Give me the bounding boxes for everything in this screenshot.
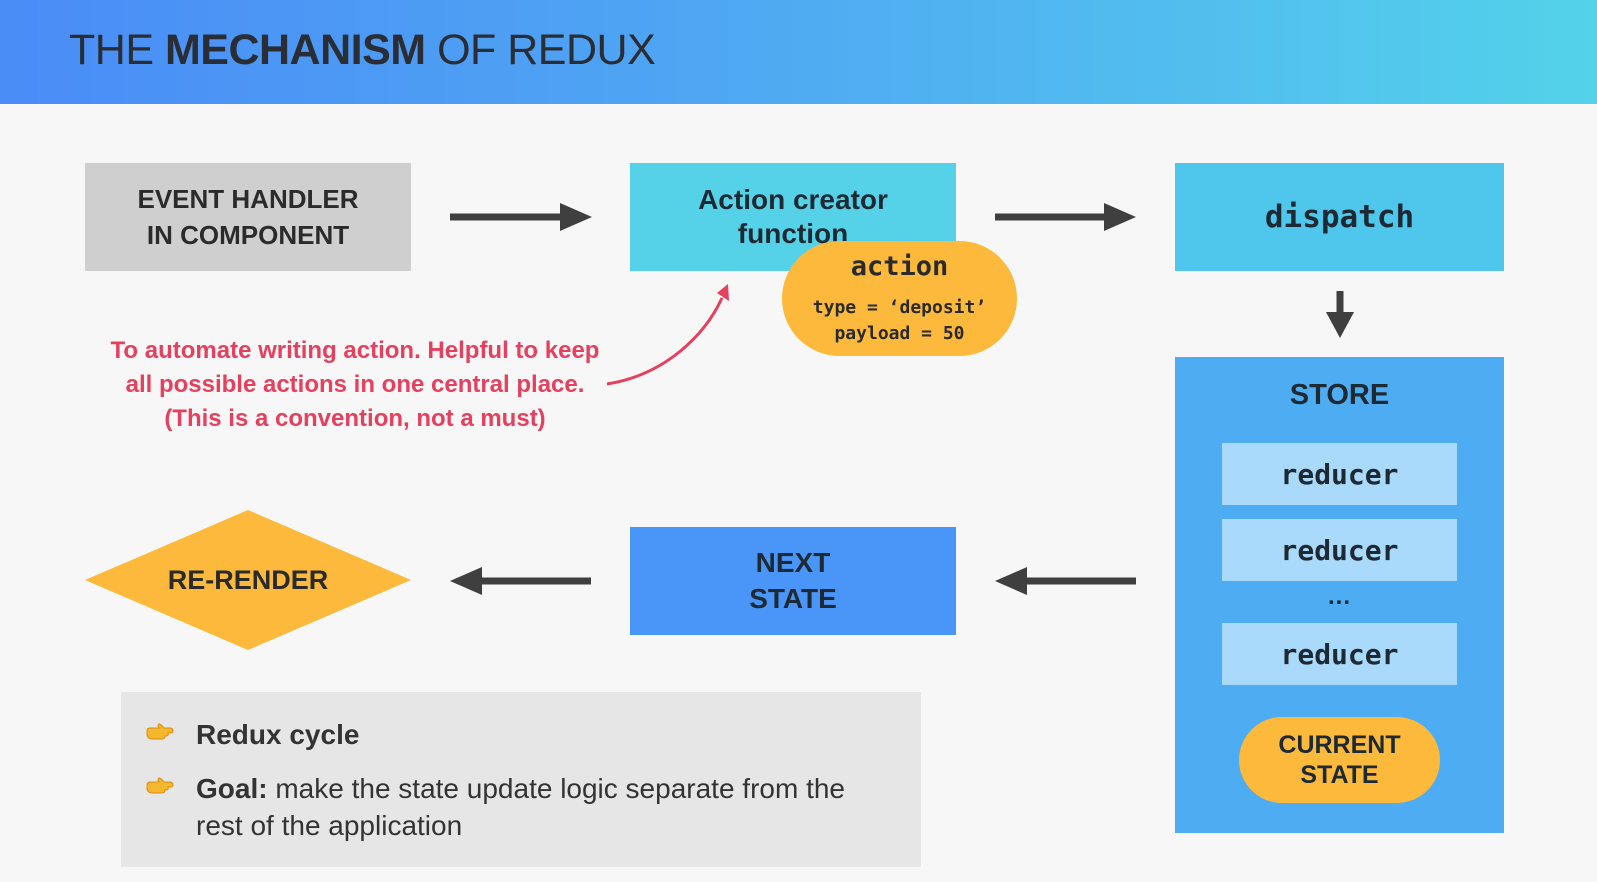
title-prefix: THE xyxy=(69,26,165,74)
next-state-line2: STATE xyxy=(749,583,837,614)
store-title: STORE xyxy=(1289,379,1390,411)
dispatch-label: dispatch xyxy=(1264,199,1415,235)
reducer-ellipsis: ... xyxy=(1327,583,1351,610)
action-object-pill: action type = ‘deposit’ payload = 50 xyxy=(782,241,1017,356)
notes-panel: Redux cycle Goal: make the state update … xyxy=(121,692,921,867)
page-title: THE MECHANISM OF REDUX xyxy=(69,26,656,75)
rerender-text: RE-RENDER xyxy=(167,564,329,595)
current-state-line2: STATE xyxy=(1300,761,1379,789)
arrow-event-to-creator xyxy=(450,203,592,231)
goal-text: make the state update logic separate fro… xyxy=(196,773,846,841)
pointing-hand-icon xyxy=(146,777,174,794)
rerender-diamond xyxy=(85,510,411,650)
pointing-hand-icon xyxy=(146,723,174,740)
dispatch-box: dispatch xyxy=(1175,163,1504,271)
event-handler-box: EVENT HANDLER IN COMPONENT xyxy=(85,163,411,271)
action-payload: payload = 50 xyxy=(834,323,965,344)
arrow-dispatch-to-store xyxy=(1326,291,1354,338)
next-state-box: NEXT STATE xyxy=(630,527,956,635)
bullet-text-redux-cycle: Redux cycle xyxy=(196,719,360,750)
rerender-label: RE-RENDER xyxy=(85,510,411,650)
arrow-note-to-creator xyxy=(606,284,729,386)
event-handler-line2: IN COMPONENT xyxy=(146,220,350,250)
arrow-store-to-next-state xyxy=(995,567,1136,595)
action-creator-line1: Action creator xyxy=(698,184,888,215)
title-emphasis: MECHANISM xyxy=(164,26,426,74)
action-title: action xyxy=(850,251,949,282)
current-state-pill: CURRENT STATE xyxy=(1239,717,1440,803)
bullet-text-goal: Goal: make the state update logic separa… xyxy=(196,770,881,844)
action-type: type = ‘deposit’ xyxy=(812,297,987,318)
event-handler-line1: EVENT HANDLER xyxy=(137,184,359,214)
arrow-next-state-to-rerender xyxy=(450,567,591,595)
reducer-2: reducer xyxy=(1222,519,1457,581)
goal-label: Goal: xyxy=(196,773,268,804)
reducer-1: reducer xyxy=(1222,443,1457,505)
current-state-line1: CURRENT xyxy=(1278,731,1401,759)
arrow-creator-to-dispatch xyxy=(995,203,1136,231)
header-banner: THE MECHANISM OF REDUX xyxy=(0,0,1597,104)
title-suffix: OF REDUX xyxy=(425,26,656,74)
action-creator-note: To automate writing action. Helpful to k… xyxy=(110,337,600,432)
store-container: STORE reducer reducer ... reducer CURREN… xyxy=(1175,357,1504,833)
next-state-line1: NEXT xyxy=(755,547,831,578)
reducer-3: reducer xyxy=(1222,623,1457,685)
